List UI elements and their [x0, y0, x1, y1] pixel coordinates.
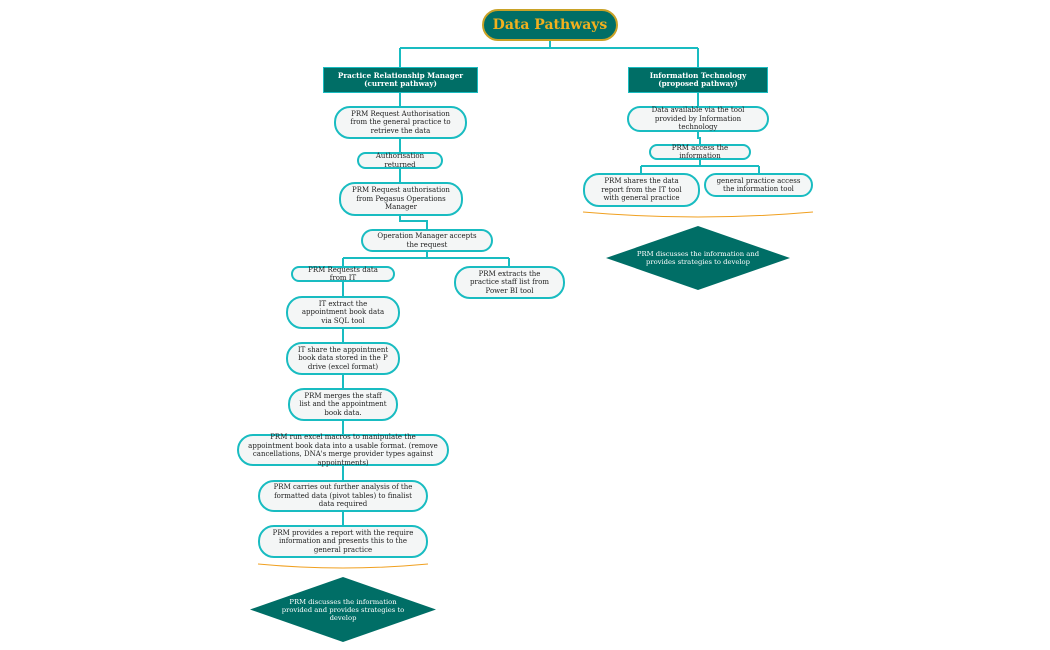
step-practice-access-tool: general practice access the information …	[704, 173, 813, 197]
step-request-operations-manager: PRM Request authorisation from Pegasus O…	[339, 182, 463, 216]
step-operations-manager-accepts: Operation Manager accepts the request	[361, 229, 493, 252]
left-pathway-header: Practice Relationship Manager (current p…	[323, 67, 478, 93]
step-data-available-via-it-tool: Data available via the tool provided by …	[627, 106, 769, 132]
step-request-practice-authorisation: PRM Request Authorisation from the gener…	[334, 106, 467, 139]
step-share-report-with-practice: PRM shares the data report from the IT t…	[583, 173, 700, 207]
step-provide-report: PRM provides a report with the require i…	[258, 525, 428, 558]
step-prm-access-information: PRM access the information	[649, 144, 751, 160]
page-title: Data Pathways	[482, 9, 618, 41]
left-outcome-text: PRM discusses the information provided a…	[281, 597, 405, 622]
right-outcome-diamond: PRM discusses the information and provid…	[606, 226, 790, 290]
step-further-analysis: PRM carries out further analysis of the …	[258, 480, 428, 512]
step-extract-staff-list: PRM extracts the practice staff list fro…	[454, 266, 565, 299]
step-run-excel-macros: PRM run excel macros to manipulate the a…	[237, 433, 449, 467]
left-outcome-diamond: PRM discusses the information provided a…	[250, 577, 436, 642]
step-request-data-from-it: PRM Requests data from IT	[291, 266, 395, 282]
step-it-extract-appointment-data: IT extract the appointment book data via…	[286, 296, 400, 329]
step-merge-data: PRM merges the staff list and the appoin…	[288, 388, 398, 421]
right-outcome-text: PRM discusses the information and provid…	[636, 250, 760, 266]
step-it-share-appointment-data: IT share the appointment book data store…	[286, 342, 400, 375]
step-authorisation-returned: Authorisation returned	[357, 152, 443, 169]
right-pathway-header: Information Technology (proposed pathway…	[628, 67, 768, 93]
